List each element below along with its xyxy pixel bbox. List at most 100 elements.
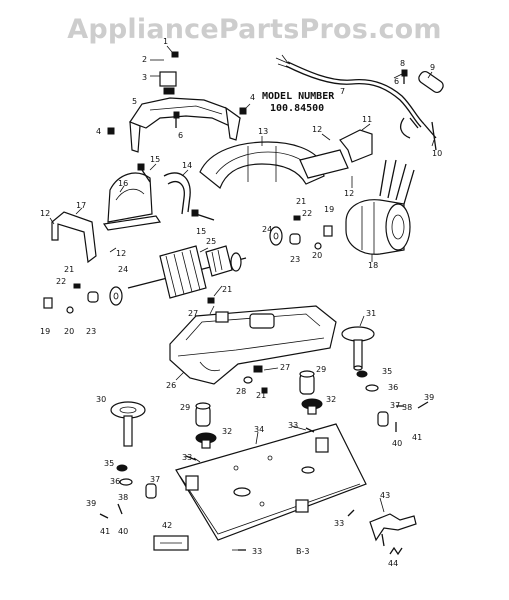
- bracket-part-17: [51, 211, 97, 264]
- spring-part-44: [389, 546, 403, 556]
- callout-21-right: 21: [296, 197, 306, 206]
- callout-36-left: 36: [110, 477, 120, 486]
- callout-12-bracket: 12: [344, 189, 354, 198]
- callout-43: 43: [380, 491, 390, 500]
- callout-13: 13: [258, 127, 268, 136]
- callout-15-top: 15: [150, 155, 160, 164]
- armature-part-25: [127, 245, 247, 299]
- callout-23-left: 23: [86, 327, 96, 336]
- callout-20-left: 20: [64, 327, 74, 336]
- callout-40-left: 40: [118, 527, 128, 536]
- callout-22-right: 22: [302, 209, 312, 218]
- handle-assembly-part-5: [107, 51, 247, 153]
- watermark: AppliancePartsPros.com: [67, 14, 442, 45]
- callout-21-lower: 21: [256, 391, 266, 400]
- callout-4-left: 4: [96, 127, 101, 136]
- callout-44: 44: [388, 559, 398, 568]
- callout-34: 34: [254, 425, 264, 434]
- cord-grip-part-9: [418, 70, 444, 94]
- callout-35-left: 35: [104, 459, 114, 468]
- callout-12-top: 12: [312, 125, 322, 134]
- callout-30: 30: [96, 395, 106, 404]
- callout-24-right: 24: [262, 225, 272, 234]
- callout-39-right: 39: [424, 393, 434, 402]
- callout-23-right: 23: [290, 255, 300, 264]
- power-cord: [275, 54, 437, 139]
- gear-housing-part-26: [169, 297, 337, 385]
- screw-part-15: [137, 163, 215, 221]
- callout-17: 17: [76, 201, 86, 210]
- callout-37-left: 37: [150, 475, 160, 484]
- callout-33-bottom: 33: [252, 547, 262, 556]
- screw-part-8: [401, 69, 408, 84]
- callout-29-left: 29: [180, 403, 190, 412]
- spindle-gear-part-30: [110, 401, 146, 447]
- callout-18: 18: [368, 261, 378, 270]
- lever-part-43: [369, 513, 417, 547]
- bracket-part-11: [339, 129, 373, 163]
- callout-27-lower: 27: [280, 363, 290, 372]
- gear-part-32-right: [301, 398, 323, 415]
- clamp-part-42: [153, 535, 189, 551]
- bushing-part-29-left: [195, 402, 211, 427]
- callout-15-lower: 15: [196, 227, 206, 236]
- callout-9: 9: [430, 63, 435, 72]
- brush-plate-part-16: [102, 172, 162, 231]
- callout-16: 16: [118, 179, 128, 188]
- callout-3: 3: [142, 73, 147, 82]
- callout-10: 10: [432, 149, 442, 158]
- callout-39-left: 39: [86, 499, 96, 508]
- bearing-set-left: [43, 283, 123, 314]
- callout-6-cord: 6: [394, 77, 399, 86]
- bushing-part-29-right: [299, 370, 315, 395]
- callout-36-right: 36: [388, 383, 398, 392]
- callout-21-center: 21: [222, 285, 232, 294]
- callout-22-left: 22: [56, 277, 66, 286]
- callout-42: 42: [162, 521, 172, 530]
- callout-33-right: 33: [288, 421, 298, 430]
- callout-35-right: 35: [382, 367, 392, 376]
- leader-lines: [49, 45, 435, 551]
- callout-21-left: 21: [64, 265, 74, 274]
- callout-40-right: 40: [392, 439, 402, 448]
- callout-41-right: 41: [412, 433, 422, 442]
- callout-41-left: 41: [100, 527, 110, 536]
- callout-12-left: 12: [40, 209, 50, 218]
- housing-cover-part-13: [199, 141, 349, 189]
- callout-1: 1: [163, 37, 168, 46]
- callout-32-left: 32: [222, 427, 232, 436]
- callout-24-left: 24: [118, 265, 128, 274]
- callout-7: 7: [340, 87, 345, 96]
- callout-38-left: 38: [118, 493, 128, 502]
- callout-37-right: 37: [390, 401, 400, 410]
- wire-lead-part-10: [431, 121, 437, 151]
- small-hardware: [99, 365, 429, 519]
- base-plate-part-34: [175, 423, 367, 551]
- gear-part-32-left: [195, 432, 217, 449]
- callout-29-right: 29: [316, 365, 326, 374]
- callout-33-left: 33: [182, 453, 192, 462]
- callout-26: 26: [166, 381, 176, 390]
- callout-28: 28: [236, 387, 246, 396]
- callout-20-right: 20: [312, 251, 322, 260]
- callout-6-handle: 6: [178, 131, 183, 140]
- model-heading: MODEL NUMBER: [262, 91, 335, 102]
- callout-27-top: 27: [188, 309, 198, 318]
- brush-holder-part-14: [163, 172, 191, 215]
- callout-14: 14: [182, 161, 192, 170]
- callout-4-right: 4: [250, 93, 255, 102]
- callout-25: 25: [206, 237, 216, 246]
- callout-31: 31: [366, 309, 376, 318]
- callout-11: 11: [362, 115, 372, 124]
- field-assembly-part-18: [345, 159, 415, 255]
- callout-8: 8: [400, 59, 405, 68]
- page-label: B-3: [296, 547, 309, 556]
- callout-numbers: 1 2 3 4 4 5 6 6 7 8 9 10 11 12 12 12 12 …: [40, 37, 442, 568]
- bearing-set-right: [269, 215, 333, 250]
- callout-5: 5: [132, 97, 137, 106]
- callout-38-right: 38: [402, 403, 412, 412]
- spindle-gear-part-31: [341, 326, 375, 371]
- callout-19-right: 19: [324, 205, 334, 214]
- callout-12-lower: 12: [116, 249, 126, 258]
